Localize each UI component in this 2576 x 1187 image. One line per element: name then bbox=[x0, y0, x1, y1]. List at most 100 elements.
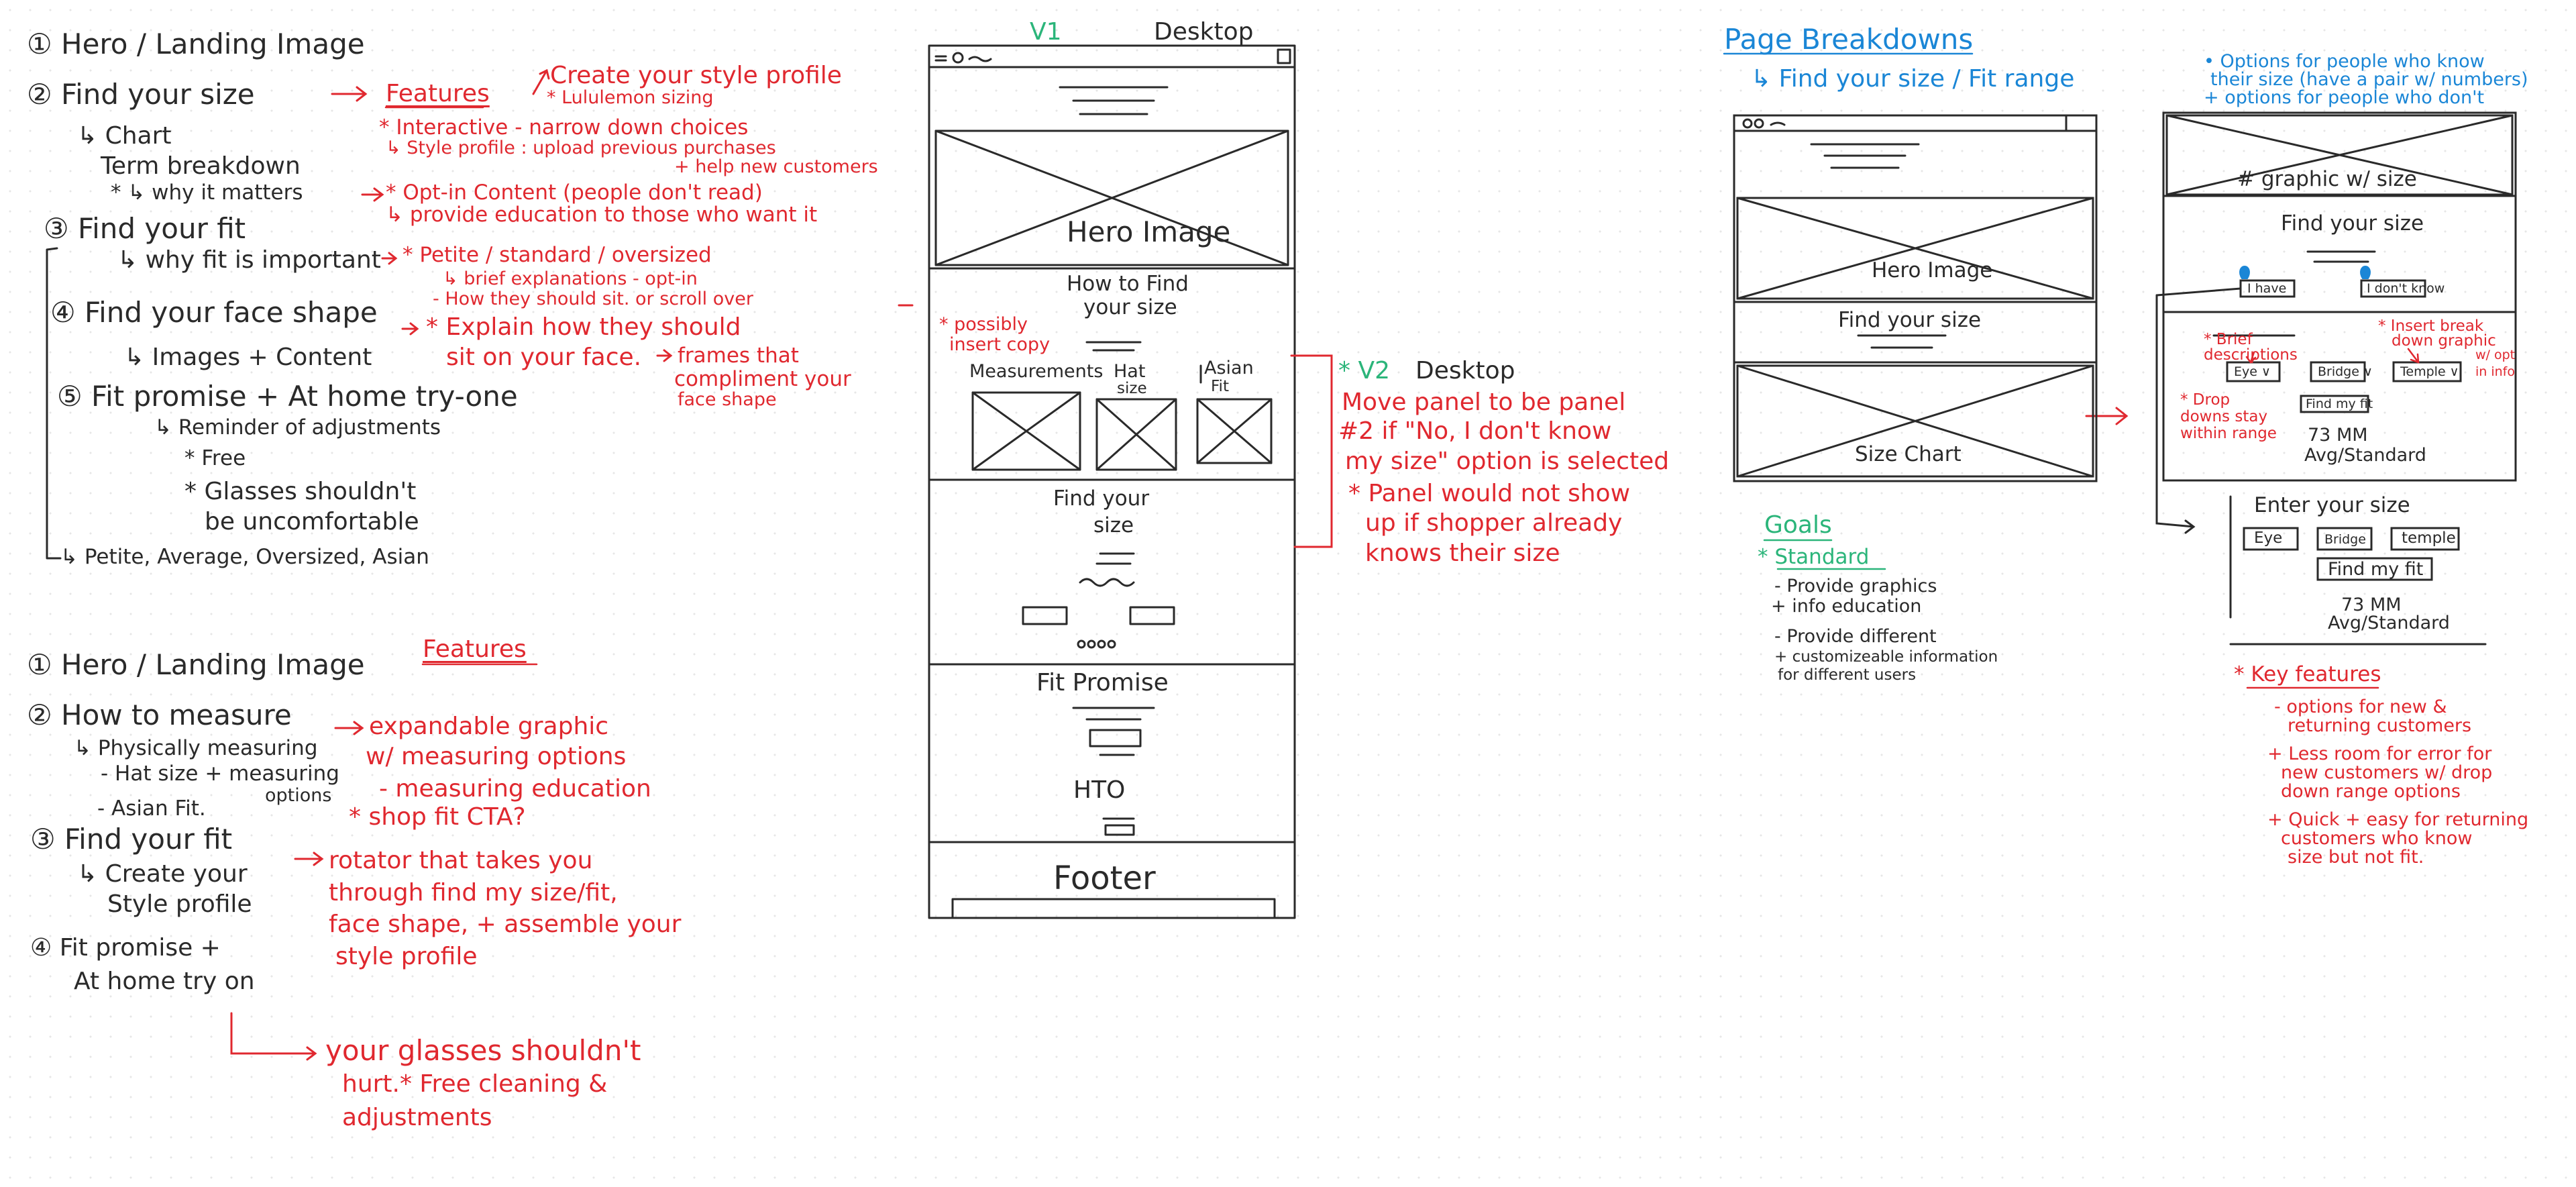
lb-r2: w/ measuring options bbox=[366, 743, 627, 770]
v1-possibly2: insert copy bbox=[949, 334, 1051, 355]
v1-how2: your size bbox=[1083, 295, 1177, 319]
right-k4: new customers w/ drop bbox=[2281, 762, 2493, 783]
breakdowns-sub: ↳ Find your size / Fit range bbox=[1751, 65, 2075, 93]
lt-free: * Free bbox=[184, 446, 246, 470]
right-insert1: * Insert break bbox=[2378, 317, 2484, 335]
right-b3: + options for people who don't bbox=[2204, 87, 2485, 108]
v2-n3: my size" option is selected bbox=[1345, 448, 1670, 475]
bridge-input bbox=[2316, 527, 2373, 551]
lt-petite: ↳ Petite, Average, Oversized, Asian bbox=[60, 545, 429, 569]
lt-why-fit: ↳ why fit is important bbox=[117, 246, 381, 274]
lt-r7: ↳ provide education to those who want it bbox=[386, 203, 818, 227]
breakdown-chart-label: Size Chart bbox=[1855, 442, 1962, 466]
v1-hat-box bbox=[1095, 398, 1177, 471]
right-k8: size but not fit. bbox=[2288, 847, 2424, 868]
find-fit-button-bottom bbox=[2316, 557, 2433, 581]
lt-reminder: ↳ Reminder of adjustments bbox=[154, 415, 441, 440]
right-eye2[interactable]: Eye bbox=[2254, 529, 2283, 547]
right-b1: • Options for people who know bbox=[2204, 51, 2485, 72]
left-bracket bbox=[46, 247, 62, 560]
v1-col-hat-b: size bbox=[1117, 380, 1147, 397]
right-mm2: 73 MM bbox=[2341, 595, 2402, 615]
breakdown-hero-box bbox=[1736, 197, 2094, 300]
lb-find-fit: ③ Find your fit bbox=[30, 823, 233, 856]
goals-g4: + customizeable information bbox=[1774, 648, 1998, 666]
lb-home: At home try on bbox=[74, 968, 255, 995]
v1-measure-box bbox=[971, 391, 1081, 471]
lt-r8: * Petite / standard / oversized bbox=[402, 243, 712, 267]
right-drop3: within range bbox=[2180, 425, 2277, 442]
right-have[interactable]: I have bbox=[2247, 281, 2287, 296]
goals-standard: * Standard bbox=[1758, 545, 1870, 569]
lt-features-title: Features bbox=[386, 80, 490, 107]
right-mm: 73 MM bbox=[2308, 425, 2368, 446]
v2-n1: Move panel to be panel bbox=[1342, 389, 1626, 416]
v2-n4: * Panel would not show bbox=[1348, 480, 1631, 507]
v1-col-measurements: Measurements bbox=[969, 361, 1104, 382]
v2-bracket bbox=[1290, 354, 1333, 548]
right-k7: customers who know bbox=[2281, 828, 2473, 849]
lt-r12: sit on your face. bbox=[446, 344, 642, 371]
lt-find-size: ② Find your size bbox=[27, 78, 255, 111]
lt-r5: + help new customers bbox=[674, 156, 878, 177]
breakdown-browser-frame bbox=[1733, 114, 2098, 482]
v1-title: Desktop bbox=[1154, 18, 1254, 46]
lb-r5: rotator that takes you bbox=[329, 847, 593, 874]
right-brief2: descriptions bbox=[2204, 346, 2298, 364]
v2-n5: up if shopper already bbox=[1365, 509, 1623, 537]
right-temple2[interactable]: temple bbox=[2402, 529, 2456, 547]
find-fit-button-top bbox=[2300, 395, 2369, 413]
dont-know-box bbox=[2360, 279, 2426, 298]
right-bridge2[interactable]: Bridge bbox=[2324, 532, 2366, 547]
right-key: * Key features bbox=[2234, 662, 2381, 686]
right-k3: + Less room for error for bbox=[2267, 743, 2492, 764]
right-findfit[interactable]: Find my fit bbox=[2306, 397, 2373, 411]
detail-frame bbox=[2162, 111, 2517, 482]
v1-possibly1: * possibly bbox=[939, 314, 1028, 335]
lb-r8: style profile bbox=[335, 943, 478, 970]
lt-r2: * Lululemon sizing bbox=[547, 87, 714, 108]
lt-r13: frames that bbox=[678, 344, 799, 368]
breakdown-find-label: Find your size bbox=[1838, 308, 1982, 332]
right-findfit2[interactable]: Find my fit bbox=[2328, 559, 2424, 580]
lt-r4: ↳ Style profile : upload previous purcha… bbox=[386, 138, 776, 158]
lt-term: Term breakdown bbox=[101, 152, 301, 180]
v1-hto: HTO bbox=[1073, 776, 1126, 804]
v1-browser-frame bbox=[928, 44, 1296, 919]
right-temple[interactable]: Temple ∨ bbox=[2400, 364, 2459, 379]
v1-footer: Footer bbox=[1053, 860, 1156, 897]
bridge-dropdown bbox=[2310, 361, 2366, 382]
lt-r9: ↳ brief explanations - opt-in bbox=[443, 268, 698, 289]
goals-g3: - Provide different bbox=[1774, 626, 1937, 647]
lb-physical: ↳ Physically measuring bbox=[74, 736, 318, 760]
right-k2: returning customers bbox=[2288, 715, 2472, 736]
right-drop2: downs stay bbox=[2180, 408, 2268, 425]
right-enter: Enter your size bbox=[2254, 493, 2410, 517]
lb-hat: - Hat size + measuring bbox=[101, 762, 339, 786]
v1-fit-promise: Fit Promise bbox=[1036, 669, 1169, 696]
right-eye[interactable]: Eye ∨ bbox=[2234, 364, 2271, 379]
lb-options: options bbox=[265, 785, 332, 806]
v1-col-asian-a: Asian bbox=[1204, 358, 1254, 378]
lb-r3: - measuring education bbox=[379, 775, 651, 803]
lt-r15: face shape bbox=[678, 389, 777, 410]
v1-asian-box bbox=[1196, 398, 1273, 464]
lt-r3: * Interactive - narrow down choices bbox=[379, 115, 749, 140]
lb-r7: face shape, + assemble your bbox=[329, 911, 682, 938]
lt-hero: ① Hero / Landing Image bbox=[27, 28, 365, 60]
lb-hero: ① Hero / Landing Image bbox=[27, 648, 365, 681]
right-drop1: * Drop bbox=[2180, 391, 2231, 409]
v1-col-hat-a: Hat bbox=[1114, 361, 1146, 382]
right-k1: - options for new & bbox=[2274, 696, 2447, 717]
v2-title: Desktop bbox=[1415, 357, 1515, 384]
breakdowns-title: Page Breakdowns bbox=[1724, 23, 1974, 56]
lb-r6: through find my size/fit, bbox=[329, 879, 618, 907]
right-insert2: down graphic bbox=[2392, 332, 2496, 350]
right-bridge[interactable]: Bridge ∨ bbox=[2318, 364, 2373, 379]
detail-hero-box bbox=[2165, 114, 2514, 196]
right-dont[interactable]: I don't know bbox=[2367, 281, 2445, 296]
lb-r11: adjustments bbox=[342, 1104, 492, 1131]
v1-find1: Find your bbox=[1053, 486, 1150, 511]
v1-find2: size bbox=[1093, 513, 1134, 537]
